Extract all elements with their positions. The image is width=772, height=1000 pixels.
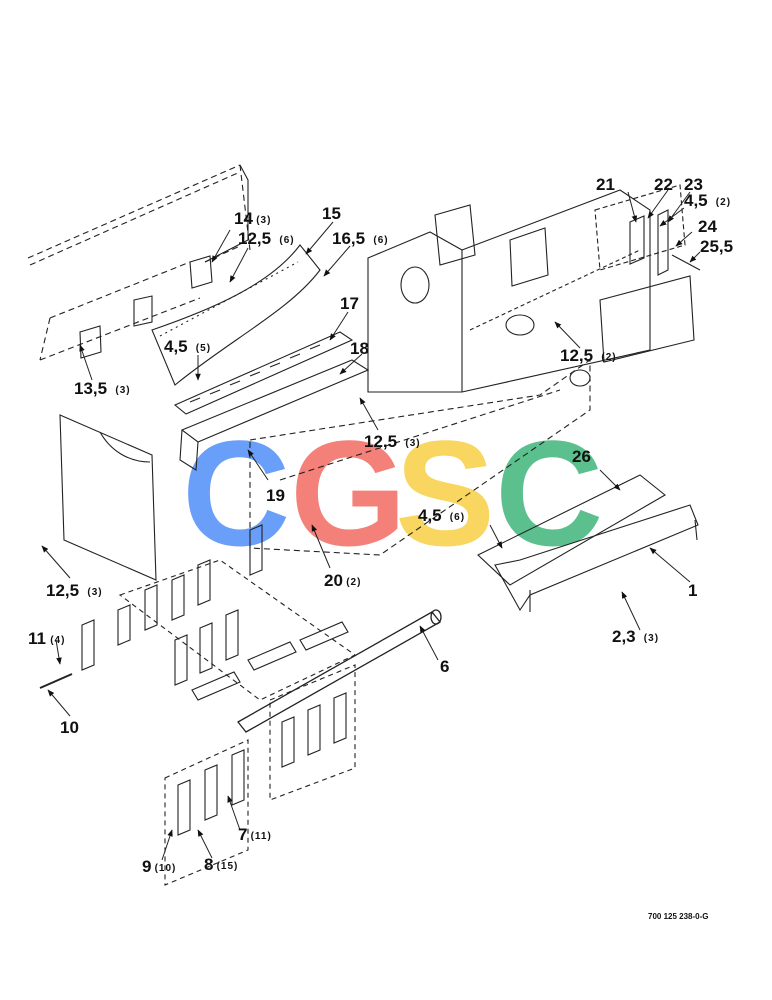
- watermark-letter-g: G: [290, 409, 407, 577]
- callout-label: 26: [572, 447, 591, 466]
- callout-label: 6: [440, 657, 449, 676]
- callout-label: 8: [204, 855, 213, 874]
- callout-c11: 11 (4): [28, 629, 65, 648]
- callout-c27: 24: [698, 217, 717, 236]
- callout-c4: 4,5 (6): [418, 506, 465, 525]
- callout-label: 1: [688, 581, 697, 600]
- figure-number: 700 125 238-0-G: [648, 912, 709, 921]
- callout-label: 11: [28, 629, 46, 648]
- center-housing: [367, 184, 695, 393]
- callout-c29: 26: [572, 447, 591, 466]
- callout-quantity: (6): [279, 235, 294, 246]
- callout-label: 15: [322, 204, 341, 223]
- left-side-panel: [59, 414, 157, 581]
- callout-c3: 4,5 (5): [164, 337, 211, 356]
- callout-quantity: (6): [450, 512, 465, 523]
- watermark-letter-s: S: [395, 409, 495, 577]
- callout-label: 12,5: [46, 581, 79, 600]
- callout-leaders: [41, 189, 701, 861]
- watermark-letter-c2: C: [495, 409, 603, 577]
- callout-c7: 7 (11): [238, 825, 272, 844]
- callout-label: 25,5: [700, 237, 733, 256]
- callout-label: 17: [340, 294, 359, 313]
- middle-panel: [249, 358, 591, 556]
- callout-label: 9: [142, 857, 151, 876]
- callout-c25: 22: [654, 175, 673, 194]
- callout-label: 14: [234, 209, 253, 228]
- right-hardware: [469, 209, 701, 331]
- bolt-10: [39, 673, 73, 689]
- callout-c10: 10: [60, 718, 79, 737]
- callout-quantity: (3): [87, 587, 102, 598]
- lower-tine-assembly: [164, 664, 356, 886]
- panel-hole: [569, 369, 591, 387]
- callout-c1: 1: [688, 581, 697, 600]
- tube-6: [237, 609, 442, 733]
- left-frame-rail: [27, 164, 251, 361]
- callout-c20: 17: [340, 294, 359, 313]
- callout-label: 12,5: [364, 432, 397, 451]
- callout-label: 18: [350, 339, 369, 358]
- callout-c2: 2,3 (3): [612, 627, 659, 646]
- left-frame-end: [204, 164, 249, 263]
- callout-label: 2,3: [612, 627, 636, 646]
- callout-c21: 18: [350, 339, 369, 358]
- callout-quantity: (6): [373, 235, 388, 246]
- callout-c13: 12,5 (3): [46, 581, 102, 600]
- callout-label: 12,5: [238, 229, 271, 248]
- callout-quantity: (3): [115, 385, 130, 396]
- callout-label: 10: [60, 718, 79, 737]
- callout-label: 4,5: [418, 506, 442, 525]
- line-art: [27, 164, 701, 886]
- callout-label: 4,5: [164, 337, 188, 356]
- shield-holes: [159, 261, 299, 337]
- callout-c8: 8 (15): [204, 855, 239, 874]
- callout-quantity: (3): [644, 633, 659, 644]
- callout-label: 4,5: [684, 191, 708, 210]
- strip-17: [173, 331, 354, 415]
- plate-1: [494, 504, 699, 612]
- callout-quantity: (4): [50, 635, 65, 646]
- callout-label: 7: [238, 825, 247, 844]
- curved-shield: [151, 244, 321, 386]
- callout-c22: 19: [266, 486, 285, 505]
- callout-quantity: (2): [601, 352, 616, 363]
- callout-quantity: (2): [716, 197, 731, 208]
- upper-tine-assembly: [81, 524, 357, 701]
- callout-c19: 16,5 (6): [332, 229, 388, 248]
- bracket-14: [133, 255, 213, 327]
- callout-c15: 12,5 (2): [560, 346, 616, 365]
- callout-quantity: (10): [155, 863, 177, 874]
- callout-label: 24: [698, 217, 717, 236]
- callout-c5: 4,5 (2): [684, 191, 731, 210]
- callout-c16: 13,5 (3): [74, 379, 130, 398]
- callout-label: 12,5: [560, 346, 593, 365]
- callout-labels: 1 2,3 (3) 4,5 (5) 4,5 (6) 4,5 (2) 6 7 (11) 8 (15) 9 (10…: [28, 175, 733, 876]
- callout-c28: 25,5: [700, 237, 733, 256]
- callout-c9: 9 (10): [142, 857, 177, 876]
- callout-label: 13,5: [74, 379, 107, 398]
- callout-quantity: (11): [251, 831, 272, 842]
- callout-label: 19: [266, 486, 285, 505]
- callout-c26: 23: [684, 175, 703, 194]
- callout-quantity: (3): [405, 438, 420, 449]
- callout-c24: 21: [596, 175, 615, 194]
- callout-c18: 15: [322, 204, 341, 223]
- callout-c23: 20(2): [324, 571, 361, 590]
- callout-c17: 14(3): [234, 209, 271, 228]
- callout-quantity: (3): [256, 215, 271, 226]
- callout-label: 16,5: [332, 229, 365, 248]
- callout-c6: 6: [440, 657, 449, 676]
- callout-label: 20: [324, 571, 343, 590]
- callout-quantity: (15): [217, 861, 239, 872]
- callout-quantity: (5): [196, 343, 211, 354]
- callout-quantity: (2): [346, 577, 361, 588]
- callout-c12: 12,5 (6): [238, 229, 294, 248]
- callout-label: 23: [684, 175, 703, 194]
- callout-label: 21: [596, 175, 615, 194]
- plate-26: [477, 474, 666, 586]
- callout-label: 22: [654, 175, 673, 194]
- callout-c14: 12,5 (3): [364, 432, 420, 451]
